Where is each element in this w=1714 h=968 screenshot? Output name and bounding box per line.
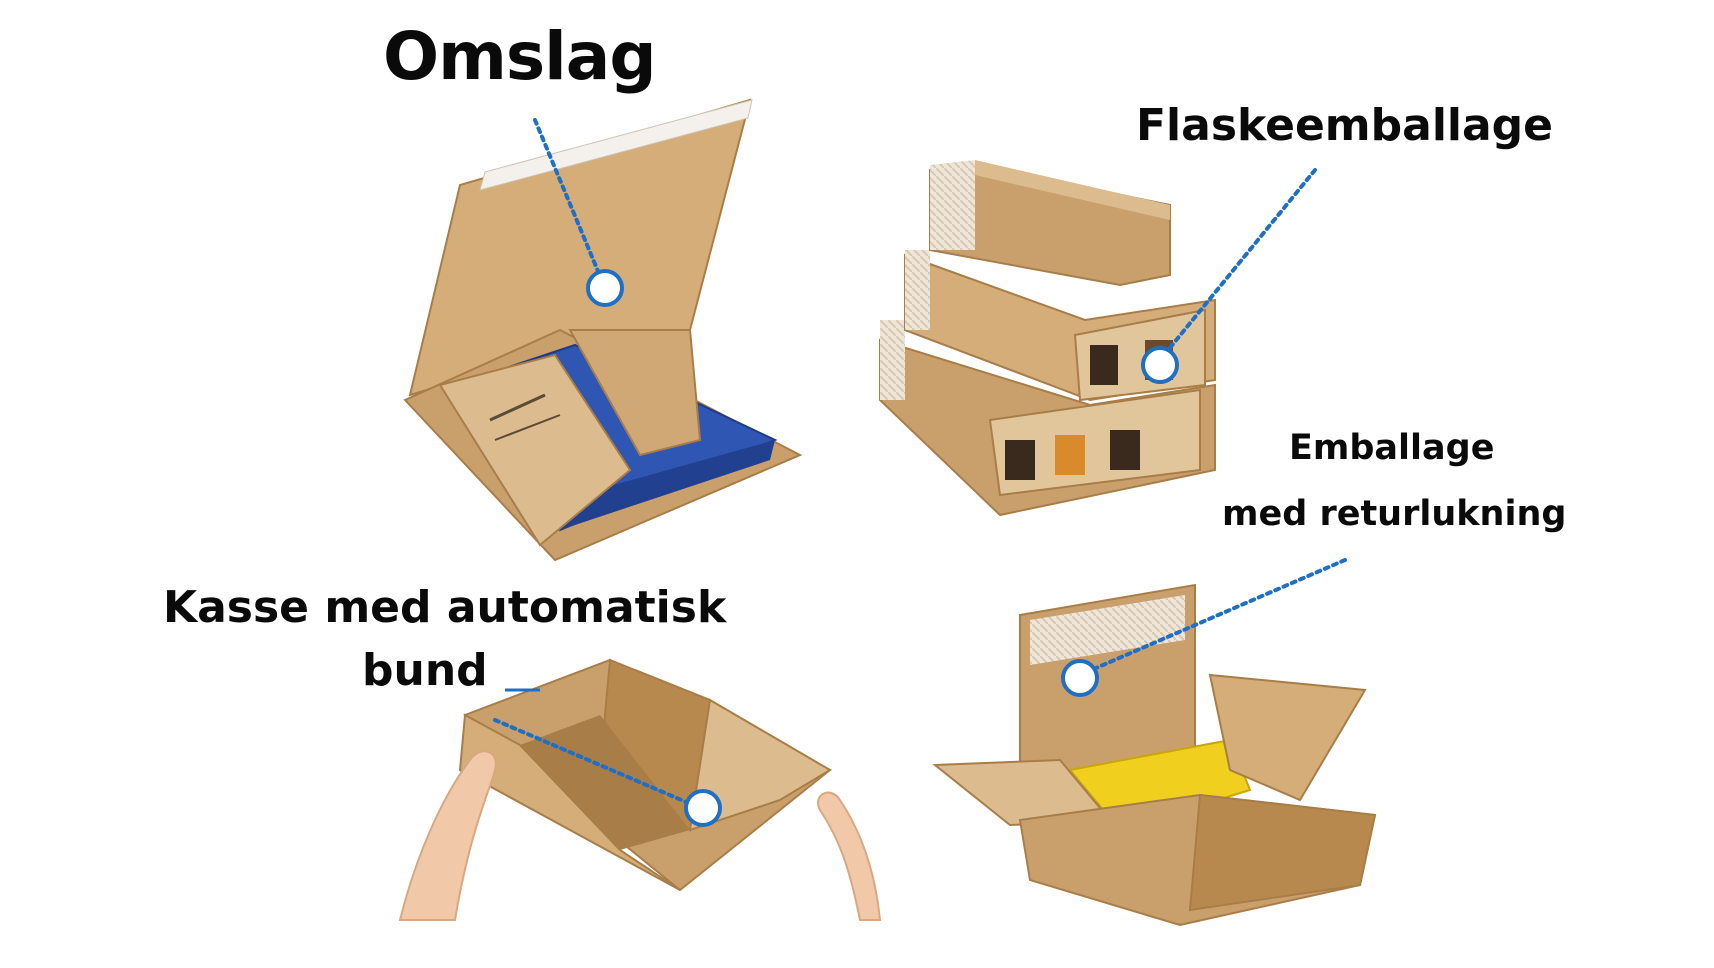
marker-emballage-returlukning — [1061, 659, 1099, 697]
label-emballage-line1: Emballage — [1289, 428, 1495, 468]
marker-omslag — [586, 269, 624, 307]
book-wrap-illustration — [403, 98, 803, 562]
label-kasse-line1: Kasse med automatisk — [163, 582, 727, 633]
marker-flaskeemballage — [1141, 346, 1179, 384]
label-omslag: Omslag — [383, 18, 657, 95]
label-flaskeemballage: Flaskeemballage — [1136, 100, 1554, 151]
label-kasse-line2: bund — [362, 645, 488, 696]
bottle-packaging-illustration — [879, 160, 1216, 517]
marker-kasse — [684, 789, 722, 827]
leader-lines — [493, 118, 1347, 810]
return-closure-box-illustration — [932, 583, 1377, 927]
markers — [586, 269, 1179, 827]
auto-bottom-box-illustration — [398, 658, 882, 921]
label-emballage-line2: med returlukning — [1222, 494, 1567, 534]
